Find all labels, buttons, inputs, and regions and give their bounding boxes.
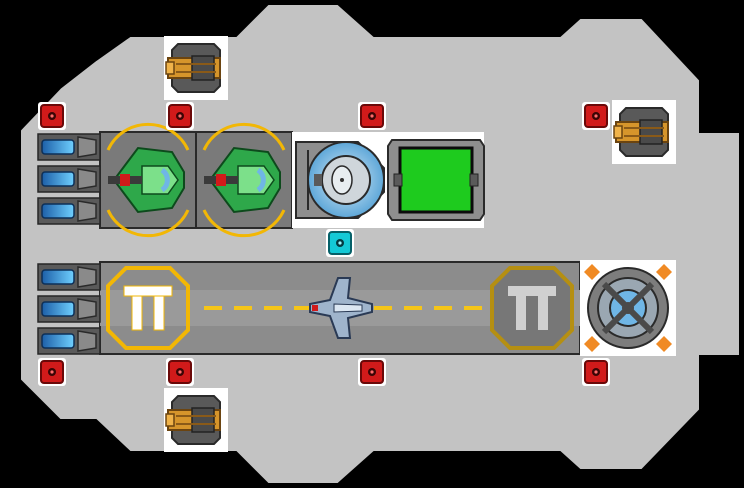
fighter-pod-1[interactable] bbox=[106, 122, 190, 238]
docking-port[interactable] bbox=[580, 260, 676, 356]
power-node-red[interactable] bbox=[165, 101, 195, 131]
power-node-cyan[interactable] bbox=[326, 229, 354, 257]
thruster-bank-lower bbox=[37, 263, 101, 355]
fighter-ship-icon[interactable] bbox=[309, 277, 373, 339]
power-node-red[interactable] bbox=[165, 357, 195, 387]
shield-generator-module[interactable] bbox=[292, 132, 388, 228]
power-node-red[interactable] bbox=[357, 357, 387, 387]
fighter-pod-2[interactable] bbox=[202, 122, 286, 238]
turret-top-left[interactable] bbox=[163, 35, 229, 101]
turret-right[interactable] bbox=[611, 99, 677, 165]
ship-hull bbox=[19, 3, 741, 485]
power-node-red[interactable] bbox=[581, 357, 611, 387]
power-node-red[interactable] bbox=[37, 357, 67, 387]
turret-bottom-left[interactable] bbox=[163, 387, 229, 453]
power-node-red[interactable] bbox=[37, 101, 67, 131]
power-node-red[interactable] bbox=[357, 101, 387, 131]
power-node-red[interactable] bbox=[581, 101, 611, 131]
thruster-bank-upper bbox=[37, 133, 101, 225]
command-screen-module[interactable] bbox=[387, 132, 485, 228]
landing-pad-marker-right bbox=[490, 266, 574, 350]
